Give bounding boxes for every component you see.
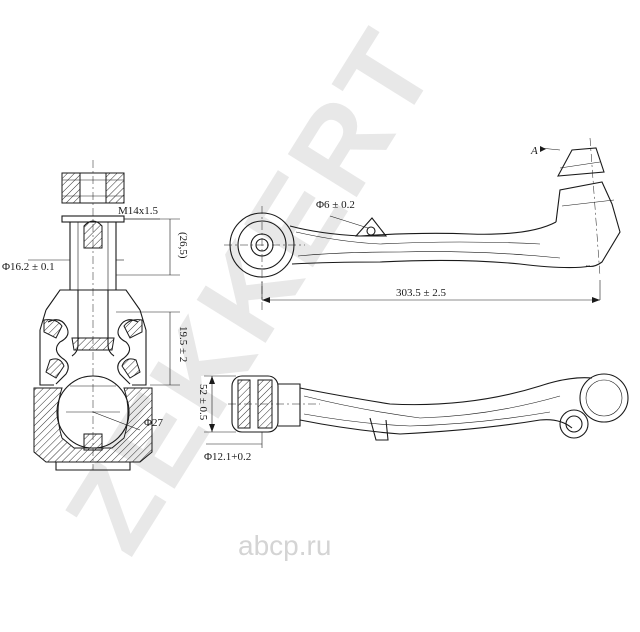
ball-diameter-label: Φ27 (144, 417, 164, 429)
view-marker-label: A (530, 145, 538, 157)
bushing-width-label: 52 ± 0.5 (197, 384, 209, 421)
thread-label: M14x1.5 (118, 205, 159, 217)
hole-diameter-label: Φ6 ± 0.2 (316, 199, 355, 211)
control-arm-side-view: Φ6 ± 0.2 303.5 ± 2.5 A (224, 137, 621, 310)
height-ref-label: (26,5) (177, 232, 189, 259)
control-arm-top-view: 52 ± 0.5 Φ12.1+0.2 (197, 373, 629, 463)
ball-joint-section: M14x1.5 (26,5) Φ16.2 ± 0.1 19.5 ± 2 Φ27 (2, 160, 189, 471)
stud-diameter-label: Φ16.2 ± 0.1 (2, 261, 55, 273)
length-label: 303.5 ± 2.5 (396, 287, 447, 299)
bushing-bore-label: Φ12.1+0.2 (204, 451, 251, 463)
boot-height-label: 19.5 ± 2 (177, 326, 189, 362)
watermark-site: abcp.ru (238, 530, 331, 561)
